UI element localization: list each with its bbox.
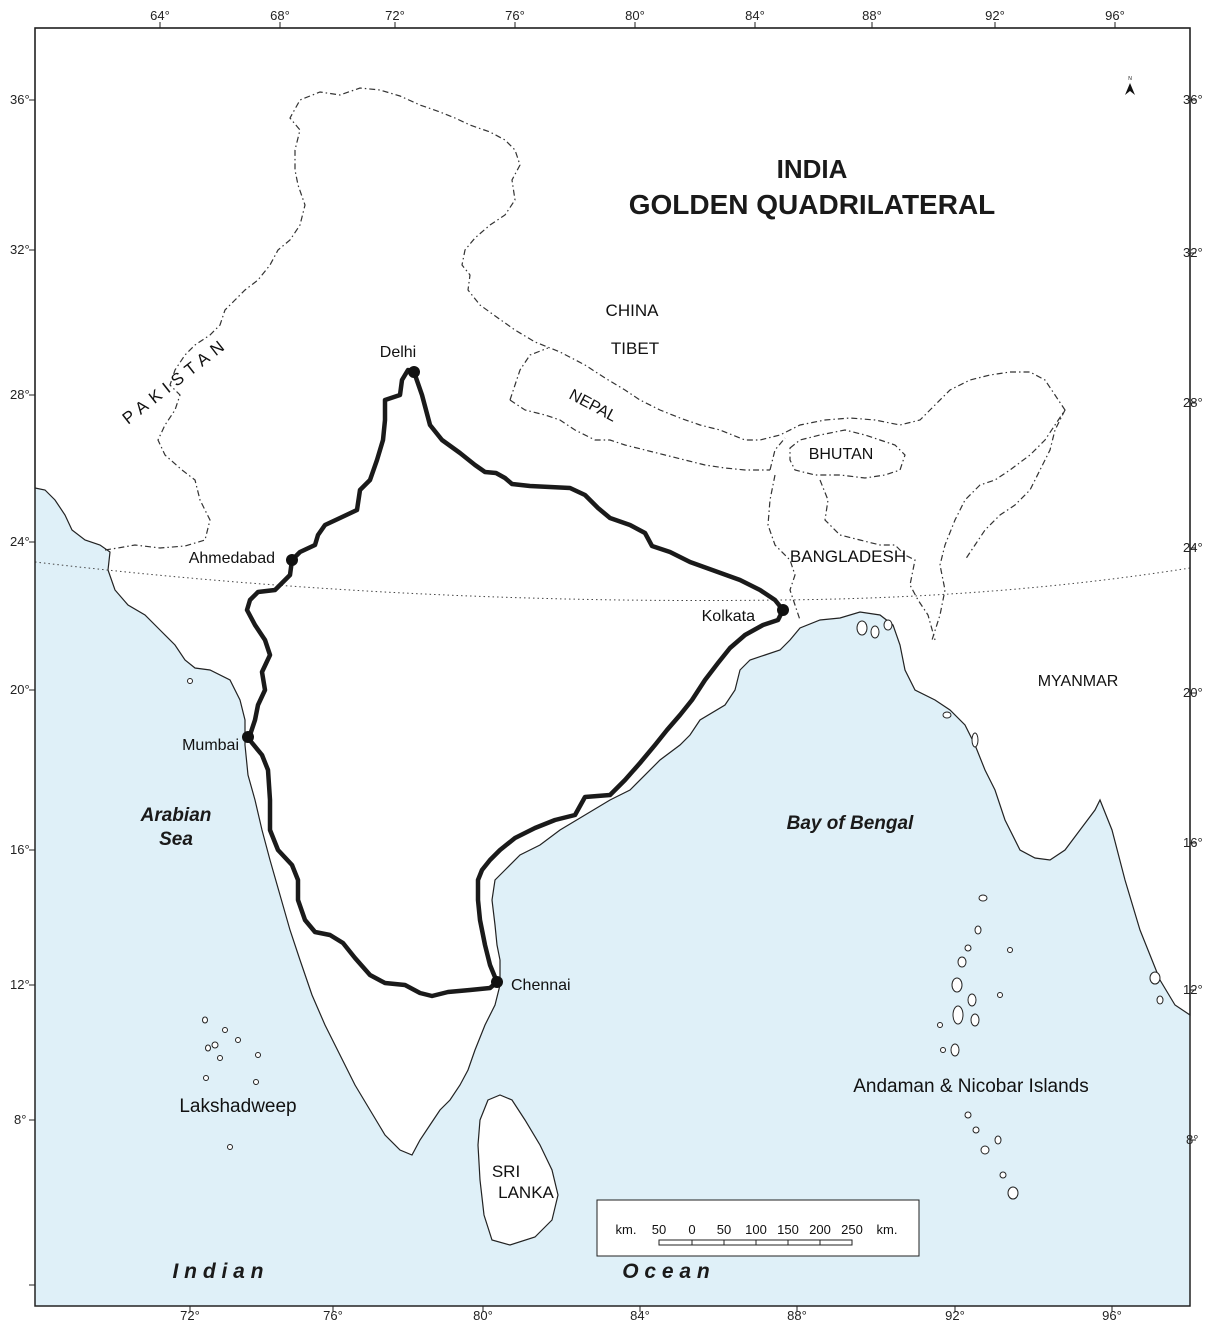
label-indian: I n d i a n: [172, 1260, 263, 1283]
coastal-islets: [856, 619, 1164, 1005]
left-tick-16: 16°: [10, 842, 30, 857]
label-andaman-nicobar: Andaman & Nicobar Islands: [853, 1076, 1089, 1097]
left-tick-12: 12°: [10, 977, 30, 992]
bottom-tick-92: 92°: [945, 1308, 965, 1322]
bottom-tick-84: 84°: [630, 1308, 650, 1322]
label-kolkata: Kolkata: [702, 608, 755, 625]
top-tick-96: 96°: [1105, 8, 1125, 23]
label-sri-lanka-2: LANKA: [498, 1183, 554, 1202]
delhi-marker: [408, 366, 420, 378]
scale-km-left: km.: [616, 1222, 637, 1237]
scale-50: 50: [717, 1222, 731, 1237]
label-arabian: Arabian: [140, 805, 212, 826]
left-tick-36: 36°: [10, 92, 30, 107]
scale-200: 200: [809, 1222, 831, 1237]
label-lakshadweep: Lakshadweep: [179, 1096, 296, 1117]
label-ocean: O c e a n: [622, 1260, 710, 1283]
chennai-marker: [491, 976, 503, 988]
land-mass: [34, 27, 1191, 1156]
right-tick-16: 16°: [1183, 835, 1203, 850]
right-tick-8: 8°: [1186, 1132, 1198, 1147]
label-chennai: Chennai: [511, 977, 571, 994]
top-tick-80: 80°: [625, 8, 645, 23]
scale-100: 100: [745, 1222, 767, 1237]
right-tick-28: 28°: [1183, 395, 1203, 410]
island-labels: Lakshadweep Andaman & Nicobar Islands: [179, 1076, 1088, 1117]
scale-50-left: 50: [652, 1222, 666, 1237]
ahmedabad-marker: [286, 554, 298, 566]
international-boundaries: [104, 87, 1066, 641]
bottom-longitude-labels: 72° 76° 80° 84° 88° 92° 96°: [180, 1308, 1122, 1322]
mumbai-marker: [242, 731, 254, 743]
north-arrow-icon: N: [1125, 76, 1135, 95]
right-tick-36: 36°: [1183, 92, 1203, 107]
scale-bar: km. km. 50 0 50 100 150 200 250: [596, 1199, 920, 1257]
label-ahmedabad: Ahmedabad: [189, 550, 275, 567]
kolkata-marker: [777, 604, 789, 616]
label-delhi: Delhi: [380, 344, 416, 361]
city-labels: Delhi Ahmedabad Mumbai Chennai Kolkata: [182, 344, 755, 994]
left-tick-28: 28°: [10, 387, 30, 402]
label-mumbai: Mumbai: [182, 737, 239, 754]
frame-ticks: [29, 22, 1196, 1312]
top-tick-84: 84°: [745, 8, 765, 23]
top-tick-88: 88°: [862, 8, 882, 23]
bottom-tick-96: 96°: [1102, 1308, 1122, 1322]
scale-km-right: km.: [877, 1222, 898, 1237]
left-tick-20: 20°: [10, 682, 30, 697]
scale-250: 250: [841, 1222, 863, 1237]
water-labels: Arabian Sea Bay of Bengal I n d i a n O …: [140, 805, 914, 1283]
right-tick-20: 20°: [1183, 685, 1203, 700]
right-tick-12: 12°: [1183, 982, 1203, 997]
golden-quadrilateral-route: [244, 367, 500, 999]
left-latitude-labels: 36° 32° 28° 24° 20° 16° 12° 8°: [10, 92, 30, 1127]
label-bhutan: BHUTAN: [809, 446, 874, 463]
top-tick-76: 76°: [505, 8, 525, 23]
scale-150: 150: [777, 1222, 799, 1237]
label-bangladesh: BANGLADESH: [790, 547, 906, 566]
top-longitude-labels: 64° 68° 72° 76° 80° 84° 88° 92° 96°: [150, 8, 1125, 23]
map-frame: [34, 27, 1191, 1307]
sri-lanka-island: [477, 1094, 559, 1246]
label-china: CHINA: [606, 301, 660, 320]
lakshadweep-islands: [187, 678, 261, 1150]
andaman-nicobar-islands: [937, 894, 1019, 1200]
left-tick-8: 8°: [14, 1112, 26, 1127]
right-tick-24: 24°: [1183, 540, 1203, 555]
bottom-tick-80: 80°: [473, 1308, 493, 1322]
north-letter: N: [1128, 76, 1132, 82]
left-tick-32: 32°: [10, 242, 30, 257]
label-sea: Sea: [159, 829, 193, 850]
label-sri-lanka-1: SRI: [492, 1162, 520, 1181]
top-tick-68: 68°: [270, 8, 290, 23]
label-bay-of-bengal: Bay of Bengal: [787, 813, 914, 834]
bottom-tick-88: 88°: [787, 1308, 807, 1322]
left-tick-24: 24°: [10, 534, 30, 549]
scale-0: 0: [688, 1222, 695, 1237]
top-tick-64: 64°: [150, 8, 170, 23]
top-tick-92: 92°: [985, 8, 1005, 23]
right-tick-32: 32°: [1183, 245, 1203, 260]
bottom-tick-76: 76°: [323, 1308, 343, 1322]
golden-quadrilateral-route-east: [411, 369, 786, 985]
top-tick-72: 72°: [385, 8, 405, 23]
map-title-line2: GOLDEN QUADRILATERAL: [629, 189, 996, 220]
map-title-line1: INDIA: [777, 154, 848, 184]
right-latitude-labels: 36° 32° 28° 24° 20° 16° 12° 8°: [1183, 92, 1203, 1147]
bottom-tick-72: 72°: [180, 1308, 200, 1322]
city-markers: [242, 366, 789, 988]
label-myanmar: MYANMAR: [1038, 673, 1119, 690]
label-tibet: TIBET: [611, 339, 659, 358]
